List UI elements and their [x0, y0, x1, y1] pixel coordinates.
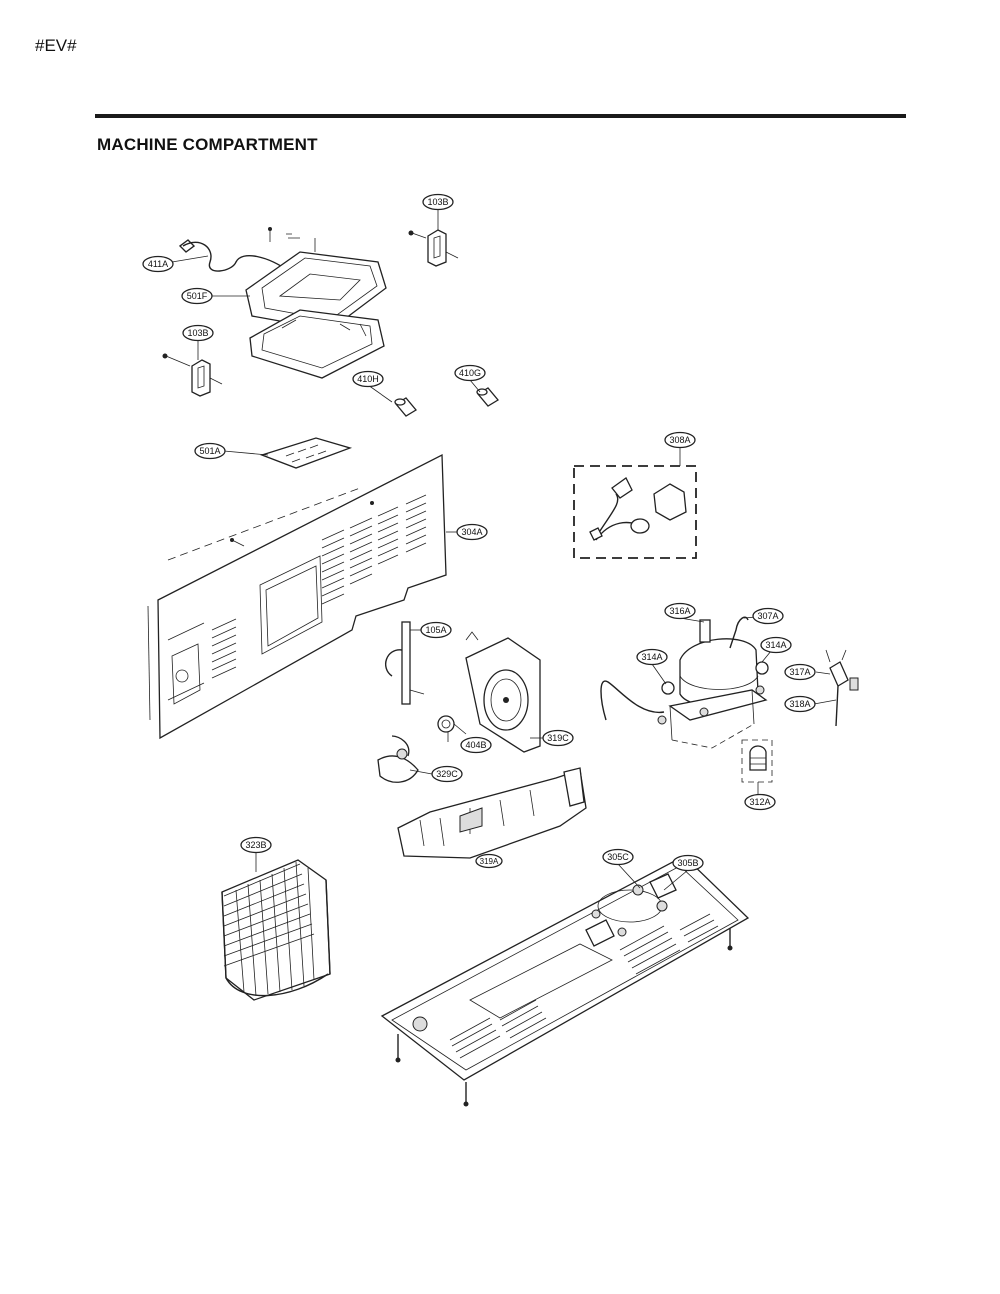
callout-label: 319A	[480, 857, 499, 866]
callout-305b: 305B	[672, 854, 704, 872]
callout-label: 105A	[425, 625, 446, 635]
section-title: MACHINE COMPARTMENT	[97, 135, 318, 154]
leader-lines	[171, 209, 837, 891]
callout-label: 501A	[199, 446, 220, 456]
page-code: #EV#	[35, 36, 77, 55]
callout-103b-top: 103B	[422, 193, 454, 211]
part-cap-410h	[394, 397, 417, 417]
part-fan-motor	[437, 715, 467, 735]
callout-410g: 410G	[454, 364, 486, 382]
part-cap-410g	[476, 387, 499, 407]
callout-label: 103B	[187, 328, 208, 338]
callout-label: 305C	[607, 852, 629, 862]
callout-404b: 404B	[460, 736, 492, 754]
callout-label: 103B	[427, 197, 448, 207]
callout-label: 411A	[148, 259, 168, 269]
part-overload	[741, 739, 773, 783]
part-bracket-top	[408, 229, 459, 267]
callout-304a: 304A	[456, 523, 488, 541]
callout-label: 314A	[641, 652, 662, 662]
part-pcb	[260, 437, 353, 469]
callout-label: 314A	[765, 640, 786, 650]
callout-label: 501F	[187, 291, 208, 301]
callout-501f: 501F	[181, 287, 213, 305]
callout-label: 410H	[357, 374, 379, 384]
callout-label: 317A	[789, 667, 810, 677]
part-relay-assembly	[573, 465, 697, 559]
part-fan-shroud	[465, 631, 541, 753]
callout-label: 323B	[245, 840, 266, 850]
callout-329c: 329C	[431, 765, 463, 783]
callout-317a: 317A	[784, 663, 816, 681]
callout-319c: 319C	[542, 729, 574, 747]
callout-label: 316A	[669, 606, 690, 616]
callout-316a: 316A	[664, 602, 696, 620]
callout-label: 329C	[436, 769, 458, 779]
part-rear-panel	[147, 453, 447, 740]
header-rule	[95, 114, 906, 118]
callout-label: 318A	[789, 699, 810, 709]
callout-307a: 307A	[752, 607, 784, 625]
callout-label: 305B	[677, 858, 698, 868]
part-base-cover	[397, 767, 587, 859]
part-drain-tube	[384, 621, 425, 705]
callout-305c: 305C	[602, 848, 634, 866]
callout-411a: 411A	[142, 255, 174, 273]
callout-319a: 319A	[475, 853, 503, 869]
callout-323b: 323B	[240, 836, 272, 854]
part-power-cord	[178, 233, 300, 273]
part-compressor	[600, 616, 769, 749]
callout-103b-left: 103B	[182, 324, 214, 342]
callout-308a: 308A	[664, 431, 696, 449]
callout-label: 410G	[459, 368, 481, 378]
small-screws	[231, 227, 272, 547]
callout-label: 319C	[547, 733, 569, 743]
callout-label: 304A	[461, 527, 482, 537]
part-cover-box	[245, 238, 387, 379]
callout-label: 307A	[757, 611, 778, 621]
part-condenser	[221, 859, 331, 1001]
callout-label: 404B	[465, 740, 486, 750]
callout-label: 312A	[749, 797, 770, 807]
callout-318a: 318A	[784, 695, 816, 713]
part-fan-blade	[377, 735, 419, 783]
callout-312a: 312A	[744, 793, 776, 811]
callout-314a-left: 314A	[636, 648, 668, 666]
part-base-plate	[380, 855, 750, 1107]
part-capacitor	[825, 649, 859, 727]
callout-501a: 501A	[194, 442, 226, 460]
callout-105a: 105A	[420, 621, 452, 639]
callout-410h: 410H	[352, 370, 384, 388]
part-bracket-left	[162, 353, 223, 397]
callout-314a-right: 314A	[760, 636, 792, 654]
callout-label: 308A	[669, 435, 690, 445]
